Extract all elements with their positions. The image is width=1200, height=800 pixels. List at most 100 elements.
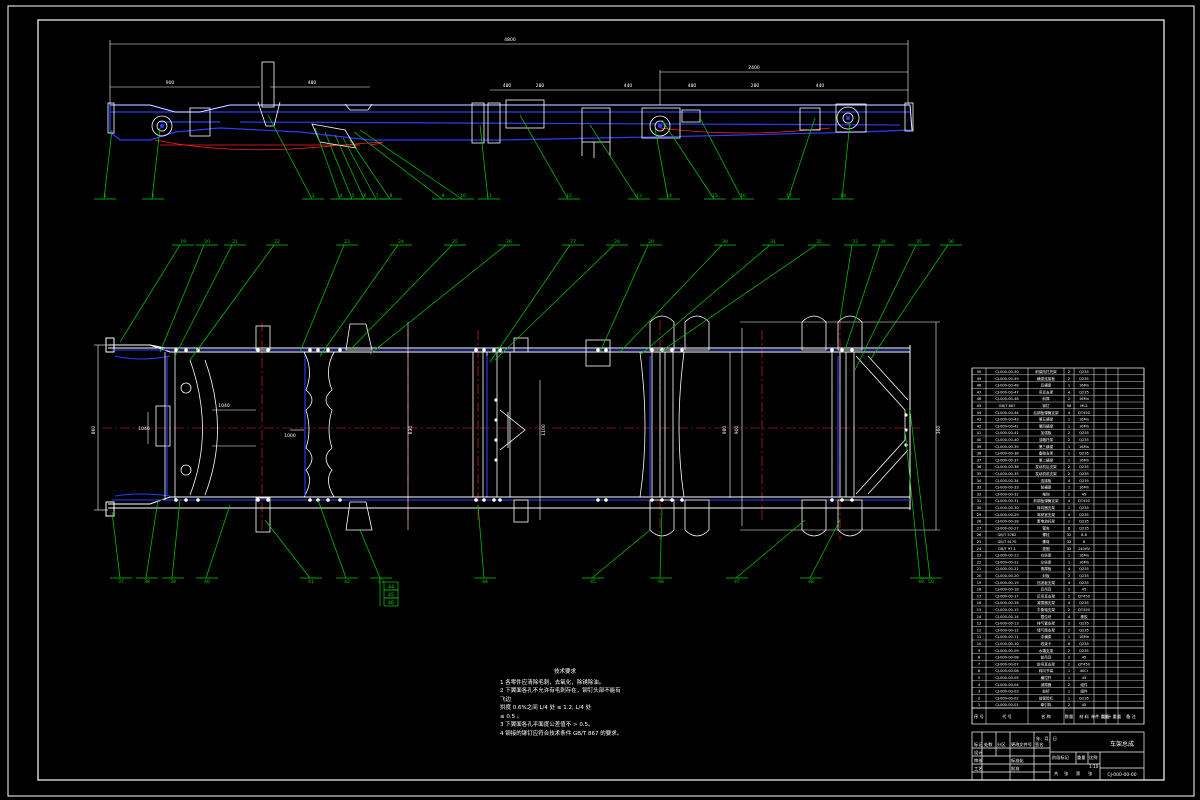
side-balloon-label: 5 [352, 193, 355, 199]
side-dimension-label: 900 [166, 80, 175, 86]
parts-list-cell: 斜撑 [1042, 396, 1050, 401]
parts-list-cell: 4 [1068, 390, 1071, 394]
plan-leader-upper [839, 244, 853, 321]
parts-list-cell: 16Mn [1079, 384, 1089, 388]
parts-list-cell: CJ-000-00-38 [995, 452, 1019, 456]
parts-list-cell: 16Mn [1079, 635, 1089, 639]
parts-list-cell: 45 [977, 404, 982, 408]
parts-list-cell: 1 [1068, 418, 1070, 422]
rivet [596, 348, 600, 352]
parts-list-cell: 8.8 [1081, 533, 1087, 537]
role-label-4: 批准 [1011, 765, 1019, 772]
parts-list-cell: 横梁连接板 [1037, 376, 1055, 381]
parts-list-cell: 2 [978, 696, 980, 700]
parts-list-cell: 4 [1068, 615, 1071, 619]
rivet [492, 348, 496, 352]
role-label-3: 标准化 [1011, 757, 1024, 764]
side-leader [314, 127, 341, 200]
parts-list-cell: CJ-000-00-29 [995, 513, 1019, 517]
rivet [650, 348, 654, 352]
side-dimension-label: 480 [688, 83, 697, 89]
rivet [670, 498, 674, 502]
side-dimension-label: 440 [816, 83, 825, 89]
rivet [316, 348, 320, 352]
stack-label-2: 45 [388, 593, 394, 599]
parts-list-cell: 发动机前支架 [1035, 471, 1057, 476]
side-leader [519, 114, 569, 200]
rivet [308, 348, 312, 352]
parts-list-cell: 1 [1068, 696, 1070, 700]
parts-list-cell: QT450 [1078, 499, 1091, 503]
title-block [971, 731, 1145, 781]
parts-list-cell: 4 [1068, 499, 1071, 503]
parts-list-cell: QT450 [1078, 662, 1091, 666]
rivet [492, 498, 496, 502]
parts-list-cell: Q235 [1079, 431, 1089, 435]
parts-list-cell: 后横梁 [1041, 383, 1052, 388]
technical-note-line-4: 拱度 0.6%之间 L/4 处 ≤ 1.2, L/4 处 [500, 705, 592, 711]
rivet [680, 348, 684, 352]
parts-list-cell: 20 [977, 574, 982, 578]
parts-list-cell: 16Mn [1079, 458, 1089, 462]
rivet [498, 498, 502, 502]
plan-leader-upper [349, 244, 453, 351]
parts-list-cell: Q235 [1079, 438, 1089, 442]
parts-list-cell: 后吊耳 [1041, 587, 1052, 592]
plan-dimension-label: 860 [91, 426, 97, 435]
parts-list-cell: 左纵梁 [1041, 559, 1052, 564]
plan-balloon-label: 27 [570, 239, 576, 245]
parts-list-cell: 24 [977, 547, 982, 551]
side-leader [324, 131, 353, 200]
parts-list-cell: 第四横梁 [1039, 423, 1054, 428]
parts-list-header-cell: 代 号 [1002, 713, 1012, 720]
parts-list-cell: 右纵梁 [1041, 553, 1052, 558]
parts-list-cell: 1 [978, 703, 980, 707]
parts-list-cell: 前吊耳 [1041, 655, 1052, 660]
parts-list-cell: CJ-000-00-03 [995, 690, 1018, 694]
rivet [338, 348, 342, 352]
parts-list-cell: Q235 [1079, 452, 1089, 456]
parts-list-cell: 2 [1068, 397, 1070, 401]
parts-list-cell: 31 [977, 499, 982, 503]
rivet [174, 498, 178, 502]
parts-list-cell: 16Mn [1079, 554, 1089, 558]
side-leader [349, 139, 391, 200]
parts-list-cell: 6 [1068, 642, 1071, 646]
plan-balloon-label: 22 [274, 239, 280, 245]
parts-list-cell: 前保险杠 [1039, 695, 1054, 700]
parts-list-cell: 1 [1068, 458, 1070, 462]
plan-leader-lower [477, 504, 485, 579]
parts-list-cell: 2 [1068, 608, 1070, 612]
parts-list-cell: CJ-000-00-36 [995, 465, 1019, 469]
parts-list-cell: 前吊耳支架 [1037, 661, 1055, 666]
sheet-label-2: 第 [1076, 770, 1080, 777]
technical-note-line-7: 4 铆接的铆钉应符合技术条件 GB/T 867 的要求。 [500, 730, 623, 737]
parts-list-cell: 15 [977, 608, 982, 612]
parts-list-cell: 4 [978, 683, 981, 687]
parts-list-cell: Q235 [1079, 479, 1089, 483]
parts-list-cell: 组件 [1080, 682, 1088, 687]
parts-list-cell: 32 [1067, 547, 1072, 551]
parts-list-cell: 38 [977, 452, 982, 456]
side-leader [267, 114, 313, 200]
parts-list-cell: Q235 [1079, 520, 1089, 524]
parts-list-cell: 45 [1082, 656, 1087, 660]
rivet [840, 348, 844, 352]
parts-list-cell: 3 [978, 690, 980, 694]
side-leader [359, 129, 463, 200]
plan-leader-lower [317, 499, 347, 579]
plan-balloon-label: 21 [232, 239, 238, 245]
stack-label-3: 46 [388, 601, 394, 607]
plan-leader-upper [854, 244, 917, 371]
parts-list-header-cell: 备 注 [1126, 713, 1137, 720]
parts-list-cell: CJ-000-00-49 [995, 377, 1019, 381]
parts-list-cell: QT450 [1078, 608, 1091, 612]
plan-leader-upper [844, 244, 881, 351]
side-balloon-label: 12 [566, 193, 572, 199]
parts-list-cell: CJ-000-00-19 [995, 581, 1019, 585]
parts-list-cell: 21 [977, 567, 982, 571]
parts-list-cell: 2 [1068, 465, 1070, 469]
